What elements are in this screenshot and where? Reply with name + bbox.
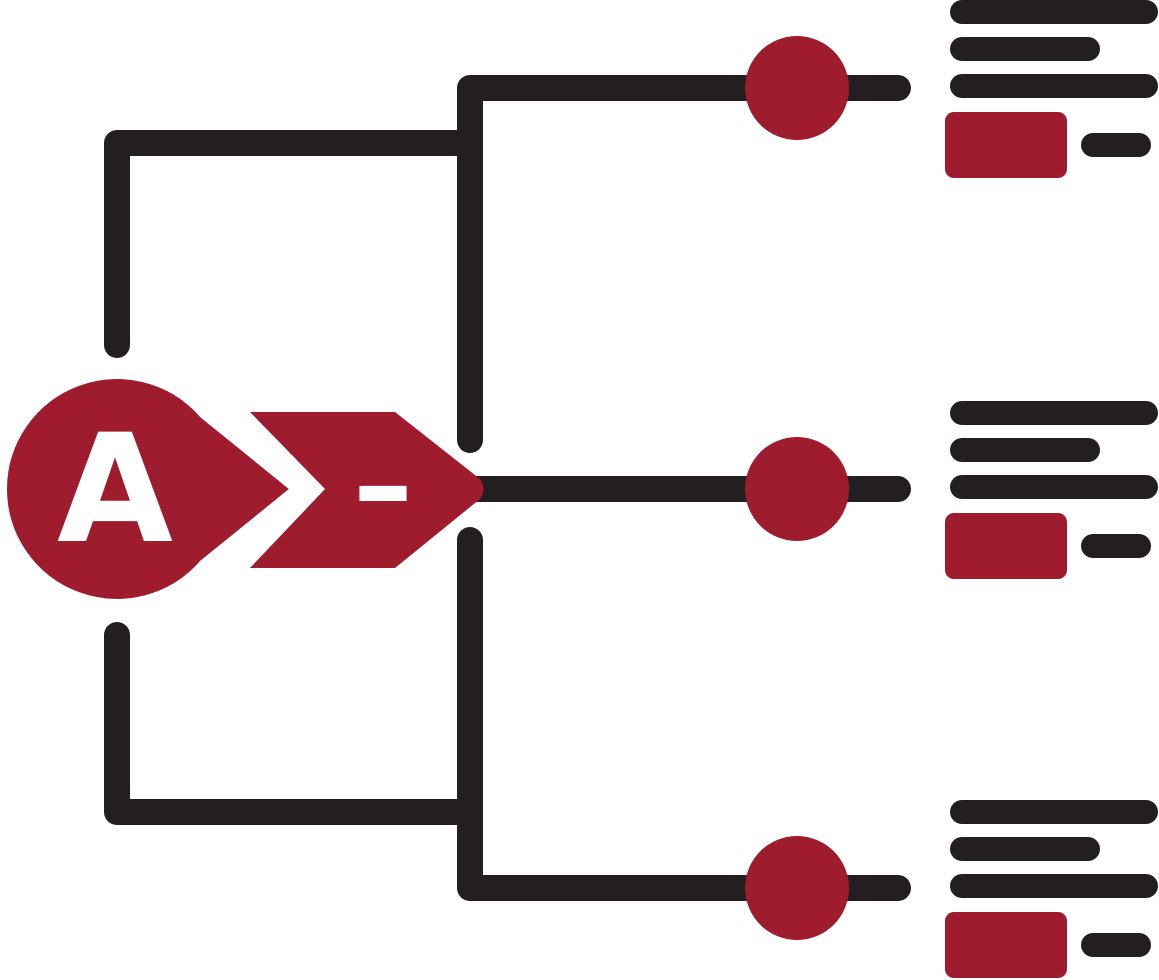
badge-block	[945, 513, 1067, 579]
text-lines-icon	[945, 401, 1158, 579]
connector-outer-lower	[104, 622, 483, 825]
grade-a-minus-tag-icon: A –	[0, 365, 484, 613]
branch-node-icon	[745, 36, 849, 140]
text-lines-icon	[945, 0, 1158, 178]
branch-list	[745, 0, 1158, 978]
connector-inner-lower	[457, 527, 911, 901]
connector-outer-upper	[104, 130, 483, 358]
grade-bubble	[0, 365, 307, 613]
text-lines-icon	[945, 800, 1158, 978]
branch-item	[745, 0, 1158, 178]
branch-node-icon	[745, 836, 849, 940]
grade-tag-shapes	[0, 365, 484, 613]
grade-letter: A	[57, 403, 173, 577]
badge-block	[945, 912, 1067, 978]
grade-modifier-sign: –	[353, 417, 413, 556]
branch-item	[745, 800, 1158, 978]
badge-block	[945, 112, 1067, 178]
grade-tag-arrow	[250, 412, 484, 568]
branch-item	[745, 401, 1158, 579]
branch-node-icon	[745, 437, 849, 541]
connector-inner-upper	[457, 75, 911, 453]
